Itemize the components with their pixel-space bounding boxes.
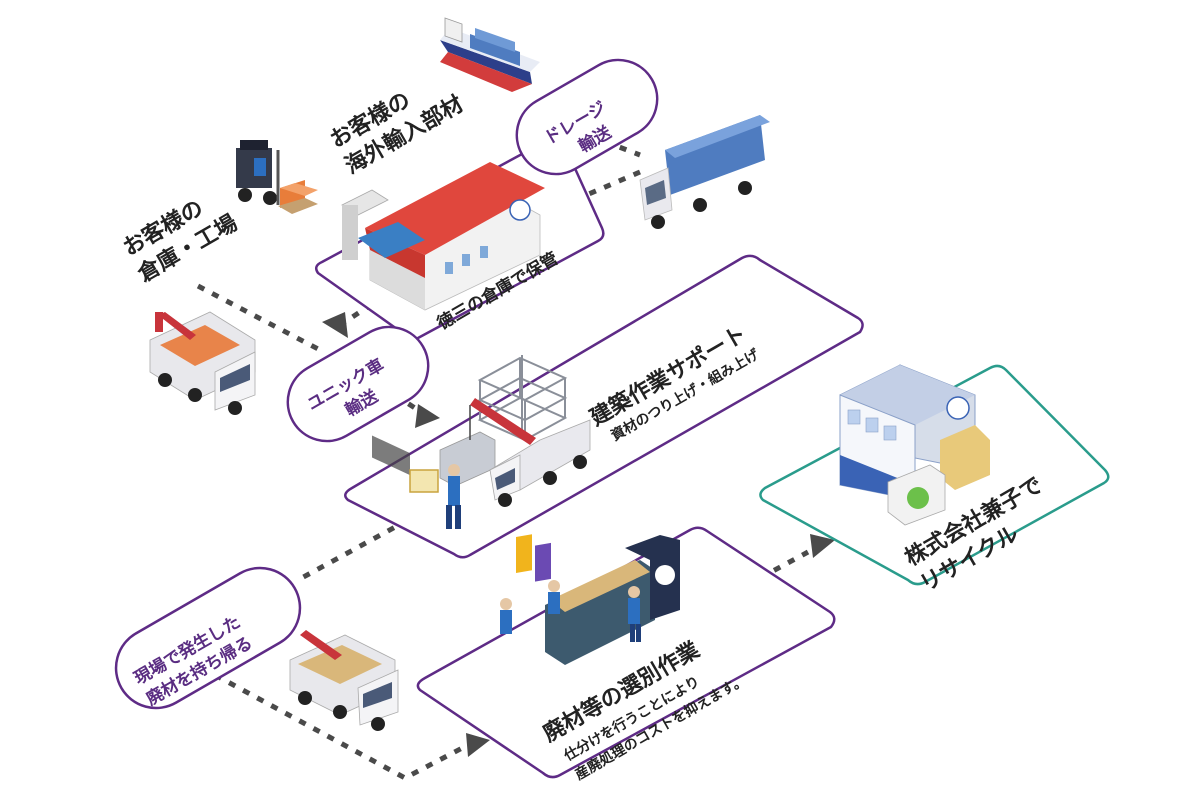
construction-scene-icon [409,355,591,529]
container-trailer-icon [639,115,770,229]
warehouse-icon [341,162,545,476]
flow-arrowheads [322,312,835,757]
waste-truck-icon [289,630,399,731]
recycle-facility-icon [839,364,990,526]
pill-waste [114,566,302,710]
flow-trailer-to-warehouse [539,169,641,218]
sorting-workers-icon [500,534,680,665]
arrowhead-to-recycle [810,534,835,558]
arrowhead-to-construction [415,404,440,428]
flow-construction-to-takeback [296,517,410,583]
arrowhead-to-sorting [466,733,490,757]
box-construction [344,254,864,559]
crane-truck-icon [149,311,256,415]
flow-factory-to-unic [196,283,322,353]
pill-dray [515,58,659,176]
pill-unic [286,325,430,443]
arrowhead-to-unic [322,312,348,338]
forklift-icon [236,140,318,214]
box-sorting [416,526,836,779]
